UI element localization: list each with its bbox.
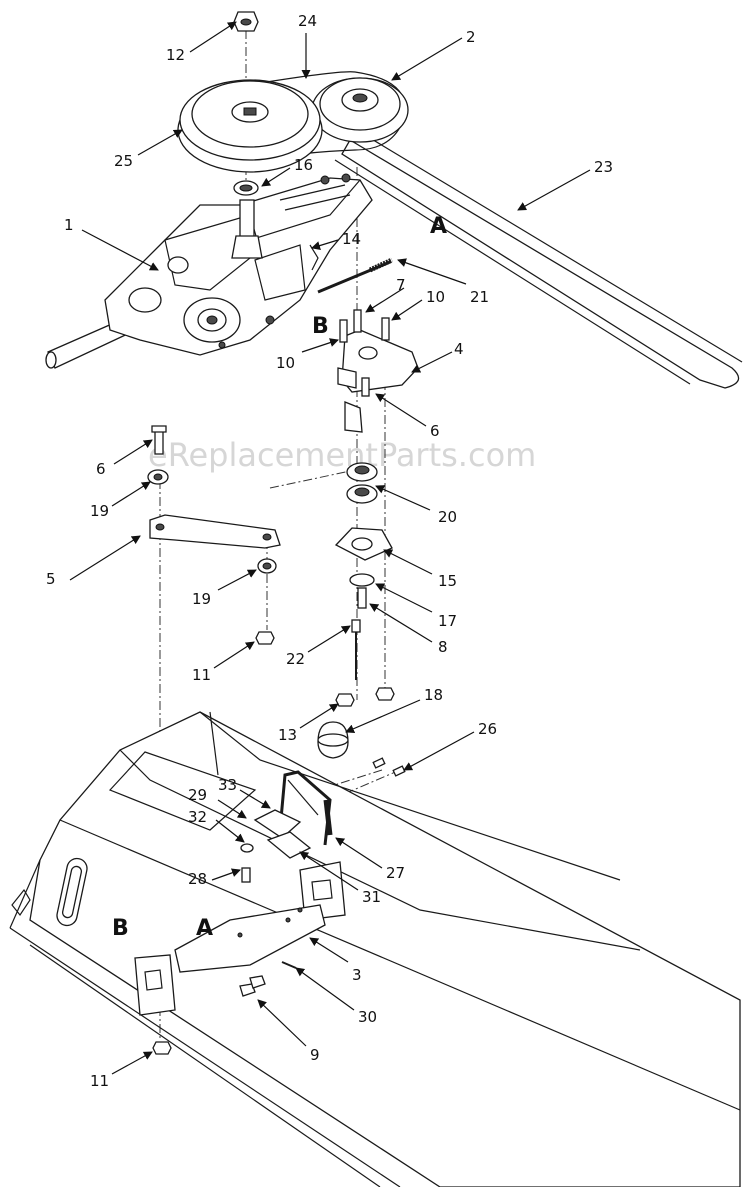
callout-10-left: 10 [276,354,295,372]
section-a-lower: A [196,916,213,941]
callout-7: 7 [396,276,406,294]
callout-8: 8 [438,638,448,656]
callout-2: 2 [466,28,476,46]
callout-30: 30 [358,1008,377,1026]
section-markers: A B B A [112,214,447,941]
callout-14: 14 [342,230,361,248]
callout-10-right: 10 [426,288,445,306]
callout-26: 26 [478,720,497,738]
callout-12: 12 [166,46,185,64]
callout-11-upper: 11 [192,666,211,684]
callout-16: 16 [294,156,313,174]
callout-20: 20 [438,508,457,526]
callout-18: 18 [424,686,443,704]
callout-22: 22 [286,650,305,668]
callout-19-lower: 19 [192,590,211,608]
callout-6-left: 6 [96,460,106,478]
callout-19-upper: 19 [90,502,109,520]
stacked-parts [334,462,395,707]
callout-1: 1 [64,216,74,234]
transmission [45,173,373,369]
section-a-upper: A [430,214,447,239]
callout-28: 28 [188,870,207,888]
callout-17: 17 [438,612,457,630]
callout-9: 9 [310,1046,320,1064]
section-b-lower: B [112,916,129,941]
leader-arrows [69,21,591,1075]
callout-4: 4 [454,340,464,358]
callout-27: 27 [386,864,405,882]
shift-lever-assembly [152,770,346,1055]
callout-21: 21 [470,288,489,306]
callout-32: 32 [188,808,207,826]
callout-24: 24 [298,12,317,30]
callout-11-lower: 11 [90,1072,109,1090]
mount-bracket-left [134,954,176,1016]
callout-6-right: 6 [430,422,440,440]
callout-31: 31 [362,888,381,906]
knob [317,721,406,777]
callout-5: 5 [46,570,56,588]
callout-29: 29 [188,786,207,804]
callout-25: 25 [114,152,133,170]
frame-chassis [9,711,741,1187]
callout-23: 23 [594,158,613,176]
watermark-text: eReplacementParts.com [148,436,536,474]
bracket-shift [337,309,419,433]
callout-labels: 12 24 2 25 16 23 1 14 21 7 10 10 4 6 6 1… [46,12,613,1090]
callout-3: 3 [352,966,362,984]
callout-33: 33 [218,776,237,794]
link-arm [147,425,281,645]
callout-13: 13 [278,726,297,744]
belt-and-pulleys [177,11,743,389]
section-b-upper: B [312,314,329,339]
callout-15: 15 [438,572,457,590]
